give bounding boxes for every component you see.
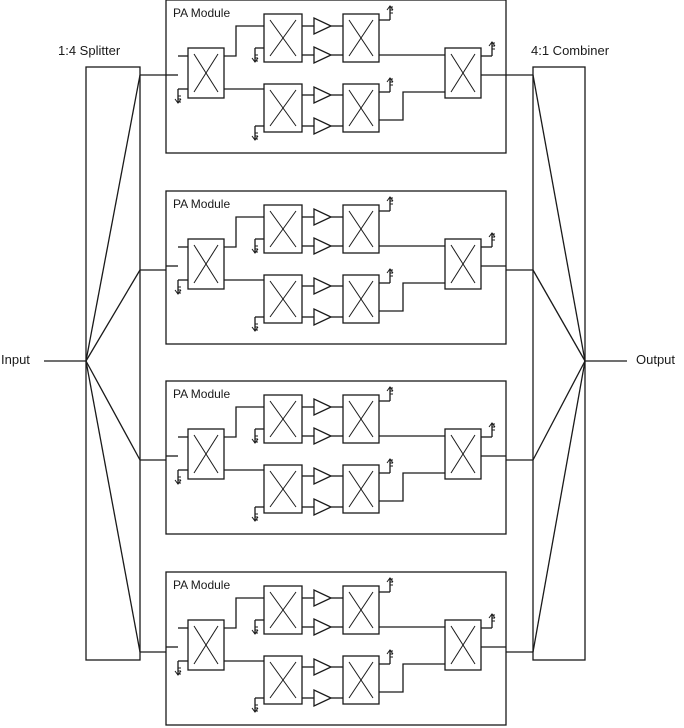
input-label: Input <box>1 352 30 367</box>
hybrid-coupler <box>263 204 303 254</box>
hybrid-coupler <box>444 47 482 99</box>
bus-lines <box>140 74 533 653</box>
amplifier <box>313 588 333 608</box>
hybrid-coupler <box>342 464 380 514</box>
pa-module-title: PA Module <box>173 578 230 592</box>
pa-module: PA Module <box>165 190 507 345</box>
termination <box>386 649 394 664</box>
hybrid-coupler <box>187 619 225 671</box>
amplifier <box>313 276 333 296</box>
hybrid-coupler <box>263 83 303 133</box>
termination <box>386 458 394 473</box>
termination <box>386 268 394 283</box>
hybrid-coupler <box>187 47 225 99</box>
amplifier <box>313 207 333 227</box>
amplifier <box>313 85 333 105</box>
amplifier <box>313 307 333 327</box>
amplifier <box>313 617 333 637</box>
amplifier <box>313 688 333 708</box>
amplifier <box>313 397 333 417</box>
hybrid-coupler <box>342 394 380 444</box>
hybrid-coupler <box>342 274 380 324</box>
termination <box>386 196 394 211</box>
pa-module: PA Module <box>165 571 507 726</box>
hybrid-coupler <box>444 619 482 671</box>
amplifier <box>313 466 333 486</box>
output-label: Output <box>636 352 675 367</box>
combiner-block <box>532 66 627 661</box>
hybrid-coupler <box>263 13 303 63</box>
combiner-label: 4:1 Combiner <box>531 43 610 58</box>
hybrid-coupler <box>342 655 380 705</box>
hybrid-coupler <box>263 655 303 705</box>
termination <box>386 577 394 592</box>
termination <box>251 48 259 63</box>
termination <box>174 280 182 295</box>
pa-modules: PA Module PA Module PA Module PA Module <box>165 0 507 726</box>
amplifier <box>313 45 333 65</box>
amplifier <box>313 657 333 677</box>
amplifier <box>313 236 333 256</box>
hybrid-coupler <box>263 585 303 635</box>
termination <box>386 77 394 92</box>
hybrid-coupler <box>263 274 303 324</box>
termination <box>251 620 259 635</box>
termination <box>251 317 259 332</box>
amplifier <box>313 426 333 446</box>
pa-module-title: PA Module <box>173 197 230 211</box>
termination <box>251 429 259 444</box>
amplifier <box>313 16 333 36</box>
termination <box>488 613 496 628</box>
termination <box>386 386 394 401</box>
pa-module: PA Module <box>165 380 507 535</box>
hybrid-coupler <box>342 83 380 133</box>
termination <box>386 5 394 20</box>
termination <box>251 239 259 254</box>
pa-module: PA Module <box>165 0 507 154</box>
hybrid-coupler <box>187 238 225 290</box>
termination <box>488 232 496 247</box>
pa-module-title: PA Module <box>173 387 230 401</box>
hybrid-coupler <box>263 394 303 444</box>
termination <box>251 126 259 141</box>
termination <box>488 41 496 56</box>
hybrid-coupler <box>263 464 303 514</box>
termination <box>251 698 259 713</box>
termination <box>251 507 259 522</box>
pa-module-title: PA Module <box>173 6 230 20</box>
hybrid-coupler <box>342 204 380 254</box>
amplifier <box>313 497 333 517</box>
hybrid-coupler <box>444 428 482 480</box>
hybrid-coupler <box>342 585 380 635</box>
hybrid-coupler <box>444 238 482 290</box>
splitter-label: 1:4 Splitter <box>58 43 121 58</box>
hybrid-coupler <box>187 428 225 480</box>
splitter-block <box>44 66 141 661</box>
termination <box>174 470 182 485</box>
amplifier <box>313 116 333 136</box>
termination <box>174 89 182 104</box>
hybrid-coupler <box>342 13 380 63</box>
termination <box>174 661 182 676</box>
termination <box>488 422 496 437</box>
